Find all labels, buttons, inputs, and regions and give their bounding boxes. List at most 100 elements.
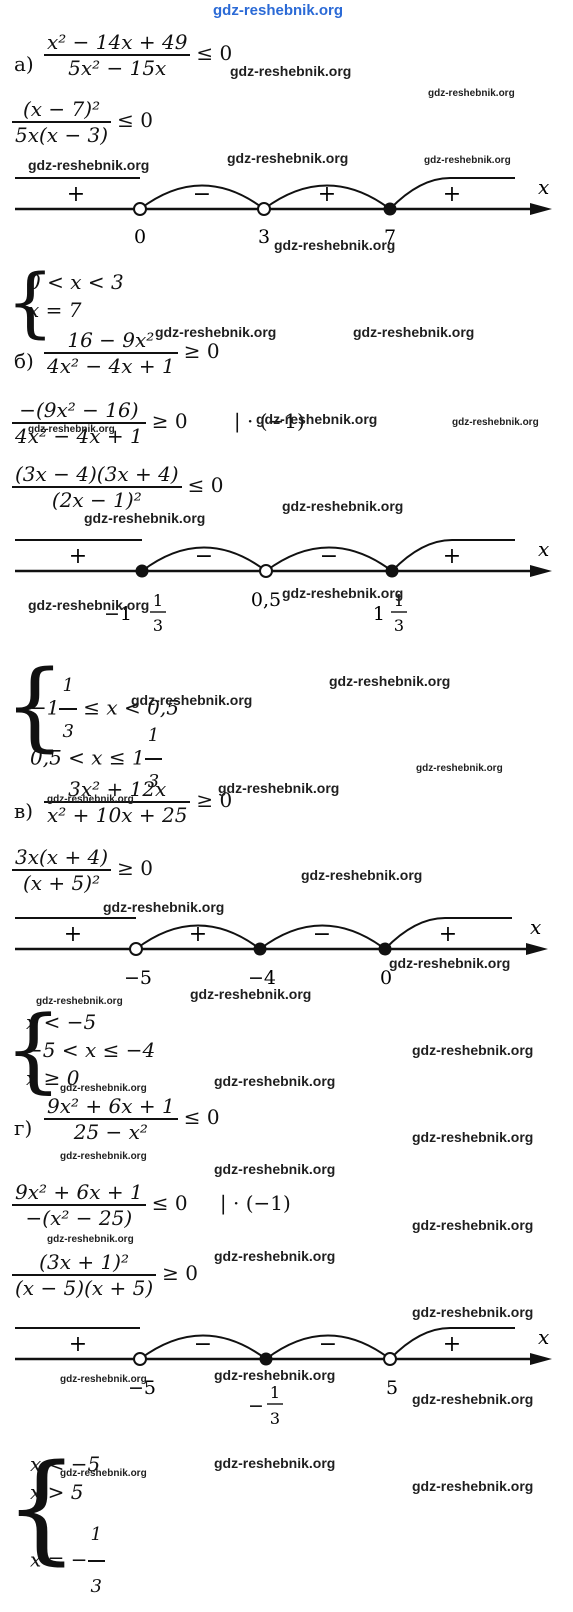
axis-var: x — [530, 915, 541, 939]
fraction-denominator: 5x² − 15x — [68, 55, 167, 80]
watermark: gdz-reshebnik.org — [227, 150, 349, 166]
part-g-system: x < −5 x > 5 x = −1 3 — [30, 1450, 105, 1597]
point-label: 3 — [270, 1409, 280, 1428]
multiplier: | · (−1) — [219, 1191, 291, 1216]
system-line: 0 < x < 3 — [28, 270, 124, 294]
part-g-inequality-3: (3x + 1)²(x − 5)(x + 5)≥ 0 — [12, 1250, 198, 1300]
axis-var: x — [538, 175, 549, 199]
watermark: gdz-reshebnik.org — [452, 417, 539, 428]
watermark: gdz-reshebnik.org — [84, 510, 206, 526]
sign-1: + — [69, 544, 87, 569]
watermark: gdz-reshebnik.org — [412, 1217, 534, 1233]
watermark: gdz-reshebnik.org — [353, 324, 475, 340]
fraction-numerator: 9x² + 6x + 1 — [15, 1180, 143, 1204]
point-label: 5 — [386, 1377, 398, 1399]
fraction-numerator: −(9x² − 16) — [19, 398, 139, 422]
part-b-number-line: + − − + x −1 1 3 0,5 1 1 3 — [15, 537, 552, 635]
fraction-numerator: 1 — [147, 725, 160, 746]
system-brace: { — [4, 650, 66, 762]
watermark: gdz-reshebnik.org — [230, 63, 352, 79]
part-g-inequality-2: 9x² + 6x + 1−(x² − 25)≤ 0 | · (−1) — [12, 1180, 291, 1230]
watermark: gdz-reshebnik.org — [416, 763, 503, 774]
watermark: gdz-reshebnik.org — [424, 155, 511, 166]
watermark-top: gdz-reshebnik.org — [213, 2, 344, 19]
fraction-numerator: 1 — [62, 675, 74, 696]
system-brace: { — [4, 1438, 80, 1576]
point-label: 3 — [153, 616, 163, 635]
relation: ≤ 0 — [117, 108, 153, 133]
fraction-denominator: 25 − x² — [73, 1119, 148, 1144]
point-label: −5 — [128, 1377, 156, 1399]
relation: ≥ 0 — [162, 1261, 199, 1286]
part-v-number-line: + + − + x −5 −4 0 — [15, 915, 548, 988]
watermark: gdz-reshebnik.org — [412, 1391, 534, 1407]
fraction-numerator: 1 — [90, 1524, 102, 1545]
watermark: gdz-reshebnik.org — [282, 585, 404, 601]
part-b-inequality-3: (3x − 4)(3x + 4)(2x − 1)²≤ 0 — [12, 462, 223, 512]
fraction-denominator: 3 — [147, 770, 160, 792]
point-label: 0 — [134, 226, 146, 248]
sign-2: − — [193, 182, 211, 207]
watermark: gdz-reshebnik.org — [282, 498, 404, 514]
watermark: gdz-reshebnik.org — [218, 780, 340, 796]
point-label: 1 — [373, 603, 385, 625]
point-label: 0 — [380, 967, 392, 988]
relation: ≥ 0 — [196, 788, 233, 813]
watermark: gdz-reshebnik.org — [389, 955, 511, 971]
fraction-numerator: 3x² + 12x — [68, 777, 167, 801]
fraction-numerator: x² − 14x + 49 — [47, 30, 188, 54]
watermark: gdz-reshebnik.org — [36, 996, 123, 1007]
part-b-label: б) — [14, 349, 34, 373]
axis-var: x — [538, 537, 549, 561]
watermark: gdz-reshebnik.org — [214, 1248, 336, 1264]
sign-4: + — [439, 922, 457, 947]
watermark: gdz-reshebnik.org — [60, 1468, 147, 1479]
multiplier: | · (−1) — [233, 409, 305, 434]
system-text: x = − — [30, 1547, 88, 1572]
relation: ≤ 0 — [187, 473, 224, 498]
watermark: gdz-reshebnik.org — [274, 237, 396, 253]
fraction-denominator: 3 — [90, 1575, 102, 1597]
watermark: gdz-reshebnik.org — [412, 1042, 534, 1058]
watermark: gdz-reshebnik.org — [190, 986, 312, 1002]
watermark: gdz-reshebnik.org — [329, 673, 451, 689]
watermark: gdz-reshebnik.org — [47, 794, 134, 805]
point-label: 0,5 — [251, 589, 281, 611]
part-a-label: а) — [14, 52, 34, 76]
system-brace: { — [6, 257, 55, 346]
watermark: gdz-reshebnik.org — [214, 1367, 336, 1383]
point-label: 7 — [384, 226, 396, 248]
fraction-denominator: −(x² − 25) — [25, 1205, 133, 1230]
part-v-inequality-2: 3x(x + 4)(x + 5)²≥ 0 — [12, 845, 153, 895]
point-label: −1 — [104, 603, 132, 625]
watermark: gdz-reshebnik.org — [428, 88, 515, 99]
system-text: −1 — [30, 695, 60, 720]
part-v-system: x < −5 −5 < x ≤ −4 x ≥ 0 — [26, 1008, 155, 1092]
sign-4: + — [443, 1332, 461, 1357]
point-label: −4 — [248, 967, 276, 988]
sign-1: + — [67, 182, 85, 207]
system-line: x > 5 — [30, 1480, 84, 1504]
watermark: gdz-reshebnik.org — [60, 1151, 147, 1162]
watermark: gdz-reshebnik.org — [214, 1073, 336, 1089]
sign-3: − — [320, 544, 338, 569]
watermark: gdz-reshebnik.org — [301, 867, 423, 883]
axis-var: x — [538, 1325, 549, 1349]
watermark: gdz-reshebnik.org — [214, 1455, 336, 1471]
part-g-label: г) — [14, 1116, 33, 1140]
point-label: 1 — [394, 591, 404, 610]
watermark: gdz-reshebnik.org — [412, 1478, 534, 1494]
watermark: gdz-reshebnik.org — [256, 411, 378, 427]
watermark: gdz-reshebnik.org — [214, 1161, 336, 1177]
sign-4: + — [443, 182, 461, 207]
system-line: x < −5 — [30, 1452, 101, 1476]
fraction-denominator: (2x − 1)² — [51, 487, 142, 512]
point-label: − — [248, 1395, 264, 1417]
system-brace: { — [4, 996, 63, 1103]
fraction-denominator: 4x² − 4x + 1 — [47, 353, 175, 378]
fraction-denominator: (x + 5)² — [22, 870, 101, 895]
sign-1: + — [64, 922, 82, 947]
